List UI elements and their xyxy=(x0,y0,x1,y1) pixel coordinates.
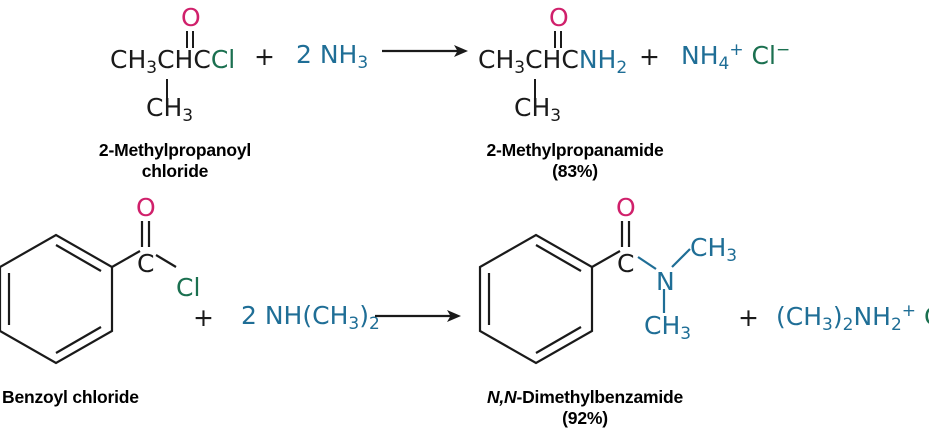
product-main-chain-formula: CH3CHCNH2 xyxy=(478,47,627,77)
reactant-caption-line-1: 2-Methylpropanoyl xyxy=(98,140,252,160)
carbonyl-carbon-text: C xyxy=(193,45,211,74)
arrow-icon xyxy=(382,45,468,57)
carbonyl-double-bond-left xyxy=(186,31,188,48)
product-n-n-dimethylbenzamide: O C N CH3 CH3 xyxy=(468,195,737,385)
n-methyl-top-label: CH3 xyxy=(690,233,738,266)
chloride-anion-2: Cl− xyxy=(924,302,929,331)
product-carbonyl-double-bond-right xyxy=(560,31,562,48)
plus-sign-3: + xyxy=(193,303,214,332)
product-branch-bond xyxy=(534,79,536,98)
carbonyl-oxygen-label: O xyxy=(181,3,201,32)
benzoyl-chloride-caption-line-1: Benzoyl chloride xyxy=(2,387,139,407)
product-carbonyl-double-bond-left xyxy=(554,31,556,48)
plus-sign-1: + xyxy=(254,42,275,71)
product-methyl-group-text: CH3 xyxy=(478,45,526,78)
benzoyl-carbonyl-oxygen-label: O xyxy=(136,193,156,222)
amide-nitrogen-label: N xyxy=(656,267,675,296)
main-chain-formula: CH3CHCCl xyxy=(110,47,235,77)
benzamide-carbonyl-carbon-label: C xyxy=(617,249,635,278)
methyl-group-text: CH3 xyxy=(110,45,158,78)
product-carbonyl-oxygen-label: O xyxy=(549,3,569,32)
branch-bond xyxy=(166,79,168,98)
n-methyl-bottom-label: CH3 xyxy=(644,311,692,344)
plus-sign-2: + xyxy=(639,42,660,71)
plus-sign-4: + xyxy=(738,303,759,332)
benzoyl-chloride-structure xyxy=(0,221,177,365)
benzene-ring-icon-2 xyxy=(478,233,594,365)
benzamide-caption-line-2: (92%) xyxy=(562,407,608,428)
methine-group-text: CH xyxy=(157,45,194,74)
reactant-benzoyl-chloride: O C Cl xyxy=(0,195,200,385)
n-n-dimethylbenzamide-structure xyxy=(478,221,691,365)
benzamide-caption-rest: -Dimethylbenzamide xyxy=(516,387,684,407)
reagent-coefficient: 2 xyxy=(296,40,312,69)
reagent-dimethylamine: 2 NH(CH3)2 xyxy=(241,303,380,333)
product-carbonyl-carbon-text: C xyxy=(561,45,579,74)
amide-nitrogen-text: NH2 xyxy=(578,45,628,78)
reaction-arrow-1 xyxy=(382,40,468,62)
arrow-icon-2 xyxy=(375,310,461,322)
benzamide-caption: N,N-Dimethylbenzamide (92%) xyxy=(440,387,730,428)
reactant-caption: 2-Methylpropanoyl chloride xyxy=(50,140,300,181)
benzoyl-chlorine-label: Cl xyxy=(176,273,201,302)
branch-methyl-label: CH3 xyxy=(146,93,194,126)
ammonium-cation: NH4+ xyxy=(681,40,744,74)
reaction-1: O CH3CHCCl CH3 2-Methylpropanoyl chlorid… xyxy=(0,0,929,200)
benzamide-caption-line-1: N,N-Dimethylbenzamide xyxy=(440,387,730,408)
dimethylammonium-cation: (CH3)2NH2+ xyxy=(776,301,917,335)
dimethylamine-coefficient: 2 xyxy=(241,301,257,330)
product-caption-line-1: 2-Methylpropanamide xyxy=(486,140,664,160)
product-caption: 2-Methylpropanamide (83%) xyxy=(430,140,720,181)
product-methine-group-text: CH xyxy=(525,45,562,74)
product-caption-line-2: (83%) xyxy=(552,160,598,181)
reagent-ammonia: 2 NH3 xyxy=(296,42,368,72)
carbonyl-double-bond-right xyxy=(192,31,194,48)
reactant-caption-line-2: chloride xyxy=(141,160,209,181)
product-branch-methyl-label: CH3 xyxy=(514,93,562,126)
dimethylamine-formula: NH(CH3)2 xyxy=(264,301,380,334)
byproduct-ammonium-chloride: NH4+ Cl− xyxy=(681,42,790,73)
reagent-formula: NH3 xyxy=(319,40,369,73)
benzoyl-carbonyl-carbon-label: C xyxy=(137,249,155,278)
benzamide-carbonyl-oxygen-label: O xyxy=(616,193,636,222)
byproduct-dimethylammonium-chloride: (CH3)2NH2+ Cl− xyxy=(776,303,929,334)
benzoyl-chloride-caption: Benzoyl chloride xyxy=(2,387,139,408)
reaction-2: O C Cl Benzoyl chloride + 2 NH(CH3)2 xyxy=(0,195,929,443)
benzene-ring-icon xyxy=(0,233,114,365)
chloride-anion: Cl− xyxy=(751,40,791,70)
chlorine-text: Cl xyxy=(210,45,236,74)
benzamide-caption-italic-prefix: N,N xyxy=(486,387,517,407)
